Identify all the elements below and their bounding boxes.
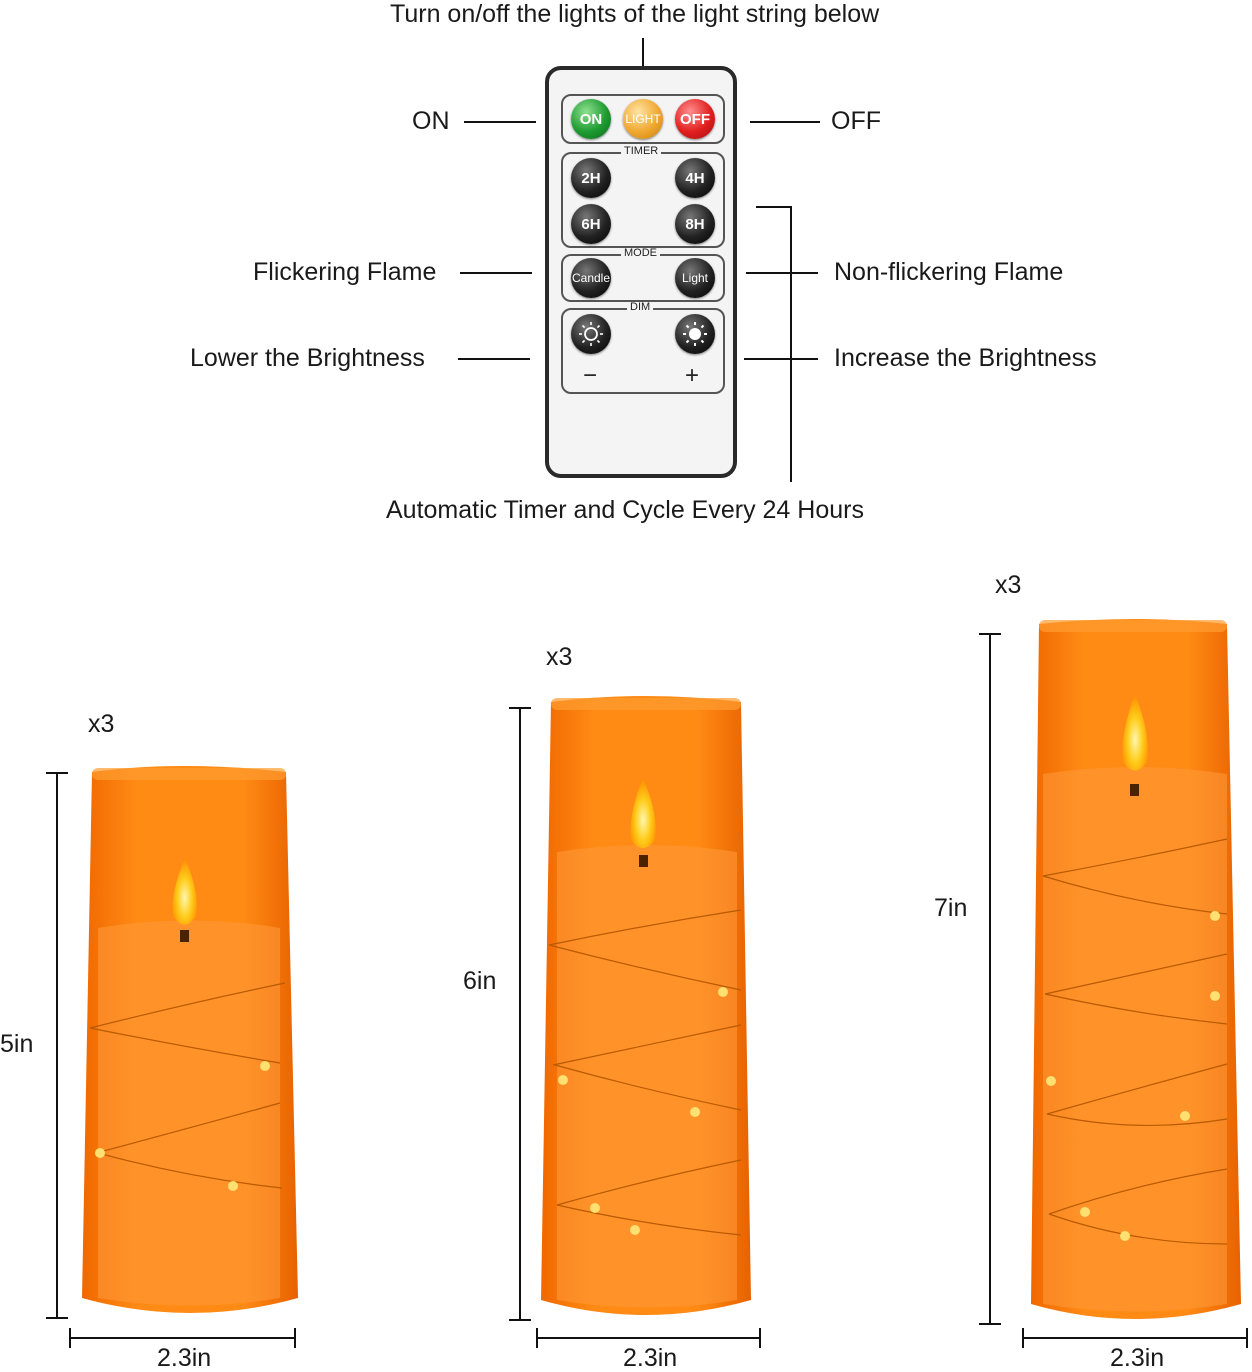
candle-3	[979, 619, 1248, 1348]
light-button[interactable]: LIGHT	[623, 99, 663, 139]
candle-2-width: 2.3in	[623, 1344, 678, 1372]
candle-2-qty: x3	[546, 643, 573, 671]
candle-2-height: 6in	[463, 967, 497, 995]
candle-1-qty: x3	[88, 710, 115, 738]
lower-label: Lower the Brightness	[190, 344, 425, 372]
power-group: ON LIGHT OFF	[561, 94, 725, 144]
light-mode-button[interactable]: Light	[675, 258, 715, 298]
candle-3-height: 7in	[934, 894, 968, 922]
nonflicker-label: Non-flickering Flame	[834, 258, 1064, 286]
candle-3-flame	[1122, 694, 1148, 771]
increase-label: Increase the Brightness	[834, 344, 1097, 372]
top-label: Turn on/off the lights of the light stri…	[390, 0, 880, 28]
dim-group: DIM −	[561, 302, 725, 394]
candle-3-width: 2.3in	[1110, 1344, 1165, 1372]
dim-up-button[interactable]	[675, 314, 715, 354]
mode-group: MODE Candle Light	[561, 248, 725, 302]
candle-2	[509, 696, 761, 1348]
candle-1-height: 5in	[0, 1030, 34, 1058]
flicker-connector	[460, 272, 532, 274]
on-connector	[464, 121, 536, 123]
candle-2-flame	[630, 778, 656, 848]
dim-title: DIM	[627, 302, 654, 313]
flicker-label: Flickering Flame	[253, 258, 437, 286]
candle-1-flame	[172, 858, 197, 925]
timer-group: TIMER 2H 4H 6H 8H	[561, 146, 725, 248]
candle-1	[46, 766, 298, 1348]
candle-1-width: 2.3in	[157, 1344, 212, 1372]
minus-sign: −	[583, 362, 598, 389]
off-button[interactable]: OFF	[675, 99, 715, 139]
sun-dim-icon	[579, 322, 603, 346]
timer-4h-button[interactable]: 4H	[675, 158, 715, 198]
nonflicker-connector	[746, 272, 818, 274]
timer-bracket-vertical	[790, 206, 792, 482]
off-label: OFF	[831, 107, 881, 135]
mode-title: MODE	[621, 248, 660, 259]
remote-control: ON LIGHT OFF TIMER 2H 4H 6H 8H MODE Cand…	[545, 66, 737, 478]
increase-connector	[744, 358, 818, 360]
candle-mode-button[interactable]: Candle	[571, 258, 611, 298]
top-connector	[642, 38, 644, 66]
on-button[interactable]: ON	[571, 99, 611, 139]
timer-title: TIMER	[621, 146, 662, 157]
candle-3-wax	[1043, 767, 1227, 1312]
candle-3-qty: x3	[995, 571, 1022, 599]
dim-down-button[interactable]	[571, 314, 611, 354]
timer-label: Automatic Timer and Cycle Every 24 Hours	[386, 496, 864, 524]
timer-6h-button[interactable]: 6H	[571, 204, 611, 244]
timer-2h-button[interactable]: 2H	[571, 158, 611, 198]
sun-bright-icon	[683, 322, 707, 346]
timer-8h-button[interactable]: 8H	[675, 204, 715, 244]
plus-sign: +	[685, 362, 700, 389]
candle-2-wax	[557, 845, 737, 1308]
timer-bracket-top	[756, 206, 790, 208]
candle-1-wax	[98, 920, 280, 1306]
off-connector	[750, 121, 820, 123]
on-label: ON	[412, 107, 450, 135]
lower-connector	[458, 358, 530, 360]
